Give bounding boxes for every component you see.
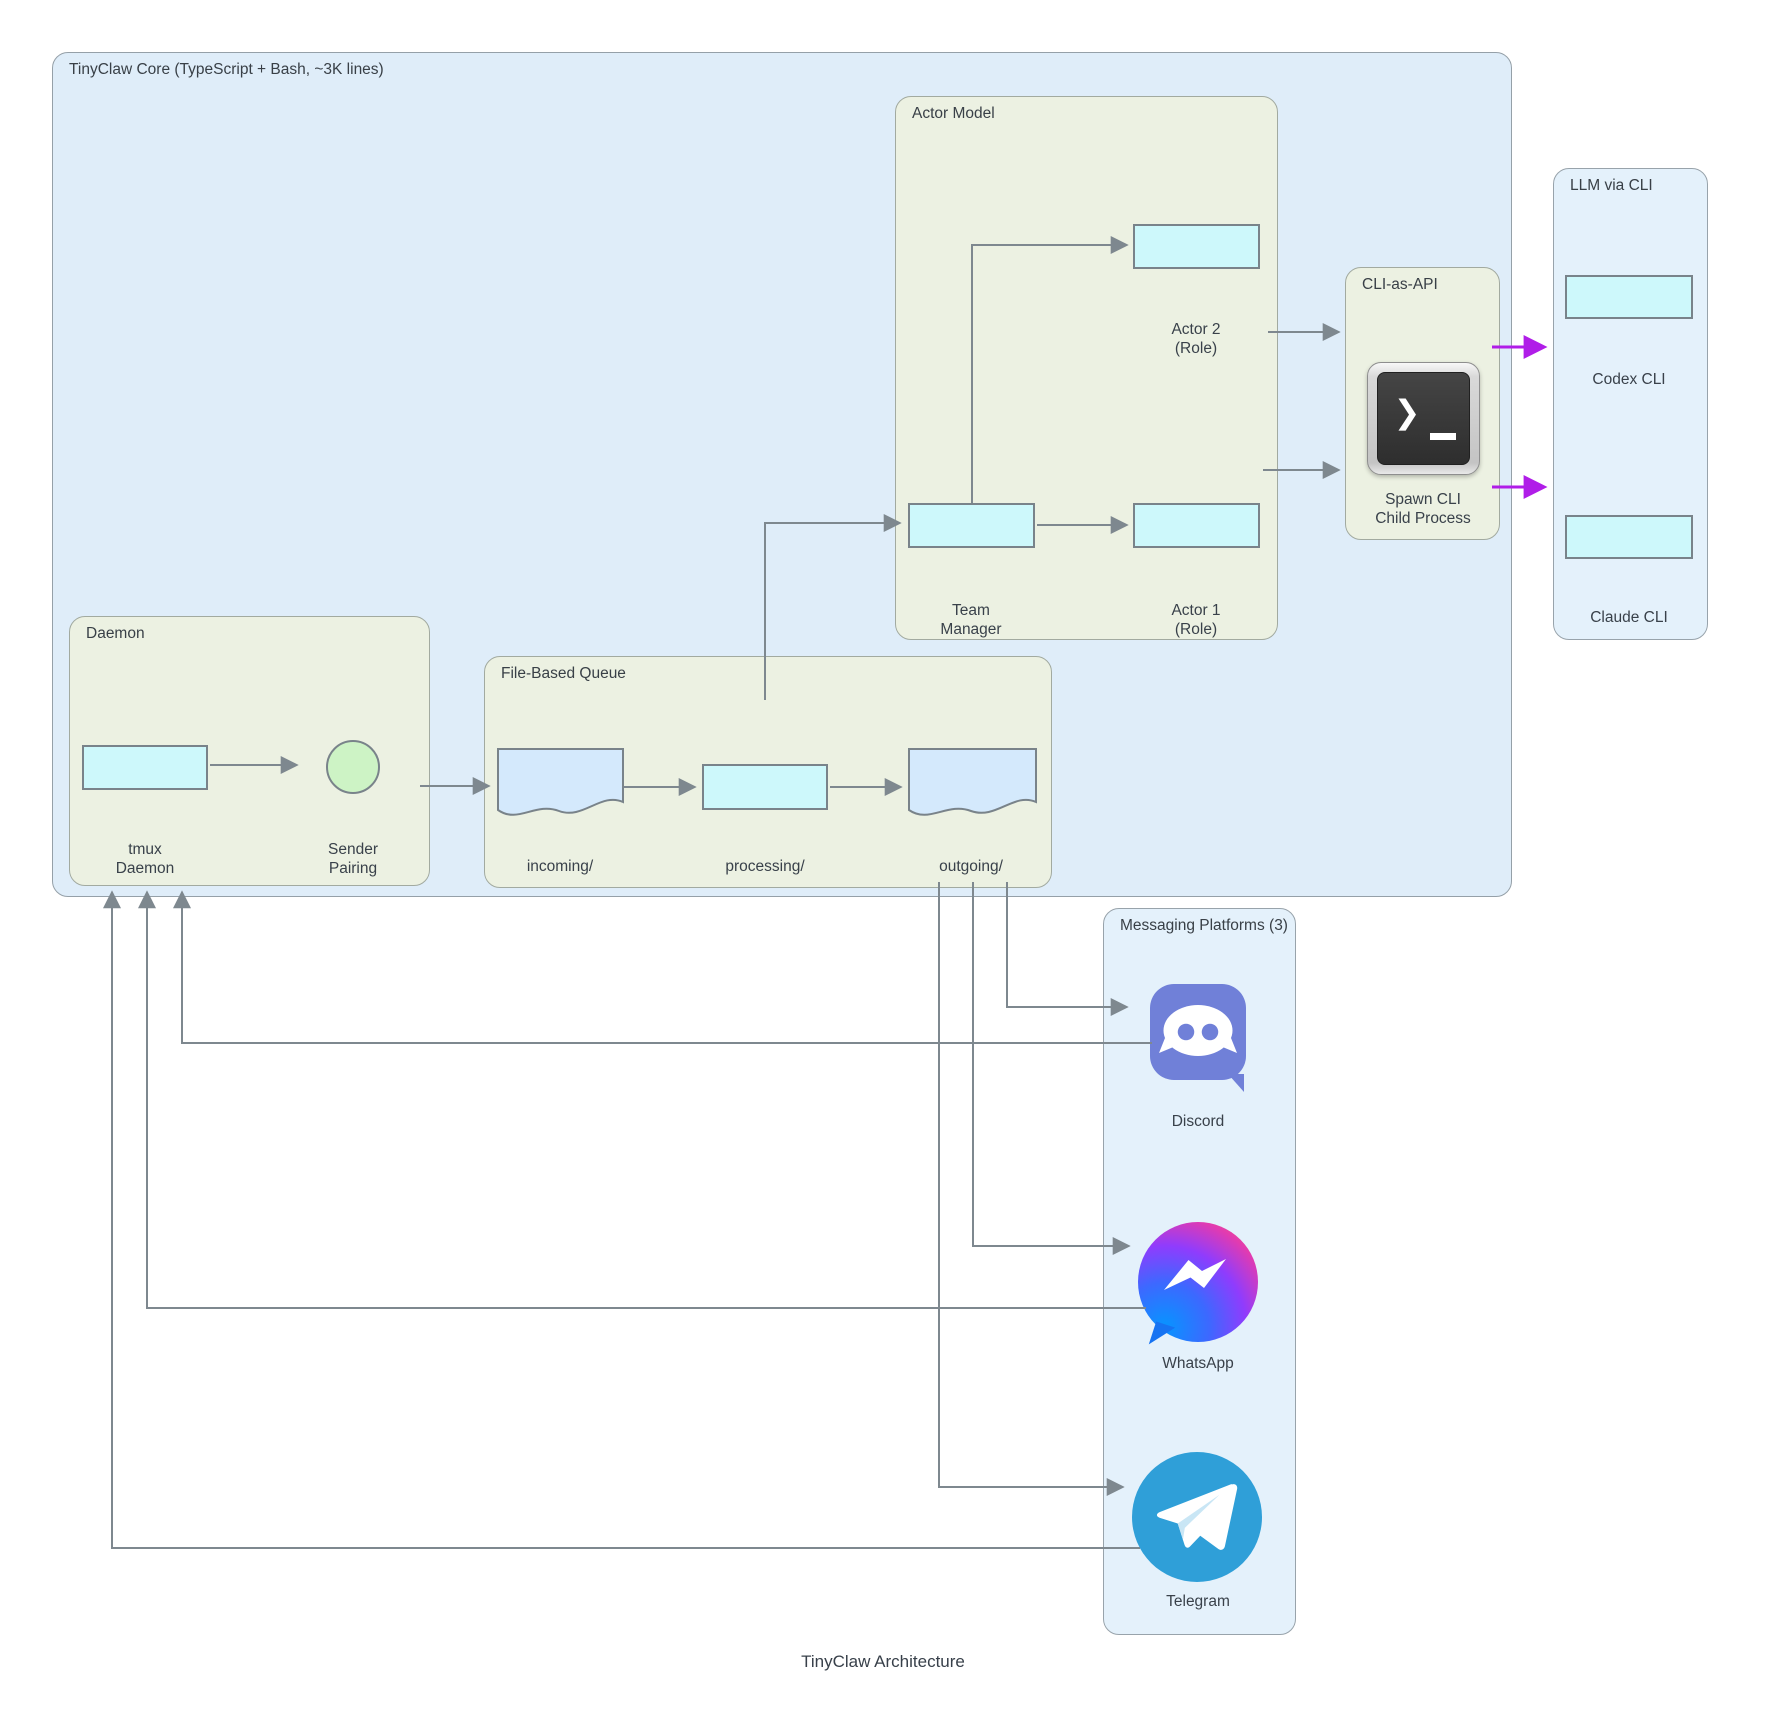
- codex-cli-node: [1565, 275, 1693, 319]
- discord-icon-tail: [1228, 1074, 1244, 1092]
- spawn-cli-label: Spawn CLI Child Process: [1375, 491, 1471, 527]
- telegram-plane-fold: [1177, 1494, 1220, 1540]
- messenger-bolt: [1164, 1259, 1226, 1290]
- terminal-prompt-glyph: ❯: [1394, 387, 1421, 438]
- telegram-plane-svg: [1156, 1483, 1238, 1550]
- discord-eye-left: [1177, 1023, 1195, 1041]
- team-manager-node: [908, 503, 1035, 548]
- messaging-platforms-title: Messaging Platforms (3): [1120, 917, 1288, 934]
- discord-wing-right: [1219, 1038, 1237, 1053]
- llm-via-cli-title: LLM via CLI: [1570, 177, 1653, 194]
- arrow-discord-to-daemon: [173, 890, 1152, 1044]
- discord-icon: [1150, 984, 1246, 1092]
- messenger-bolt-svg: [1164, 1259, 1226, 1290]
- discord-label: Discord: [1171, 1113, 1225, 1130]
- discord-face-svg: [1159, 1005, 1237, 1056]
- claude-cli-label: Claude CLI: [1590, 609, 1668, 626]
- actor2-node: [1133, 224, 1260, 269]
- arrow-outgoing-to-telegram: [938, 882, 1125, 1496]
- actor1-label: Actor 1 (Role): [1171, 602, 1221, 638]
- terminal-cursor: [1430, 433, 1456, 440]
- daemon-title: Daemon: [86, 625, 145, 642]
- actor2-label: Actor 2 (Role): [1171, 321, 1221, 357]
- whatsapp-label: WhatsApp: [1162, 1355, 1234, 1372]
- discord-wing-left: [1159, 1038, 1177, 1053]
- discord-eye-right: [1201, 1023, 1219, 1041]
- incoming-label: incoming/: [526, 858, 594, 875]
- actor1-node: [1133, 503, 1260, 548]
- outgoing-doc-shape: [908, 748, 1037, 833]
- claude-cli-node: [1565, 515, 1693, 559]
- terminal-screen: ❯: [1377, 372, 1470, 465]
- outgoing-doc-svg: [908, 748, 1037, 816]
- diagram-title: TinyClaw Architecture: [801, 1652, 965, 1671]
- messenger-bubble-icon: [1138, 1222, 1258, 1351]
- llm-via-cli-group: LLM via CLI: [1553, 168, 1708, 640]
- tinyclaw-core-title: TinyClaw Core (TypeScript + Bash, ~3K li…: [69, 61, 384, 78]
- telegram-icon: [1132, 1452, 1262, 1582]
- actor-model-title: Actor Model: [912, 105, 995, 122]
- processing-node: [702, 764, 828, 810]
- team-manager-label: Team Manager: [940, 602, 1002, 638]
- file-based-queue-title: File-Based Queue: [501, 665, 626, 682]
- sender-pairing-node: [326, 740, 380, 794]
- sender-pairing-label: Sender Pairing: [328, 841, 378, 877]
- tmux-daemon-node: [82, 745, 208, 790]
- incoming-doc-shape: [497, 748, 624, 833]
- outgoing-doc-path: [908, 748, 1037, 816]
- arrow-whatsapp-to-daemon: [138, 890, 1146, 1309]
- incoming-doc-svg: [497, 748, 624, 816]
- tmux-daemon-label: tmux Daemon: [115, 841, 175, 877]
- telegram-plane: [1156, 1483, 1238, 1550]
- arrow-telegram-to-daemon: [103, 890, 1140, 1549]
- discord-face: [1163, 1005, 1233, 1056]
- processing-label: processing/: [725, 858, 805, 875]
- terminal-icon: ❯: [1367, 362, 1480, 475]
- outgoing-label: outgoing/: [939, 858, 1003, 875]
- telegram-label: Telegram: [1166, 1593, 1230, 1610]
- codex-cli-label: Codex CLI: [1592, 371, 1666, 388]
- actor-model-group: Actor Model: [895, 96, 1278, 640]
- incoming-doc-path: [497, 748, 624, 816]
- cli-as-api-title: CLI-as-API: [1362, 276, 1438, 293]
